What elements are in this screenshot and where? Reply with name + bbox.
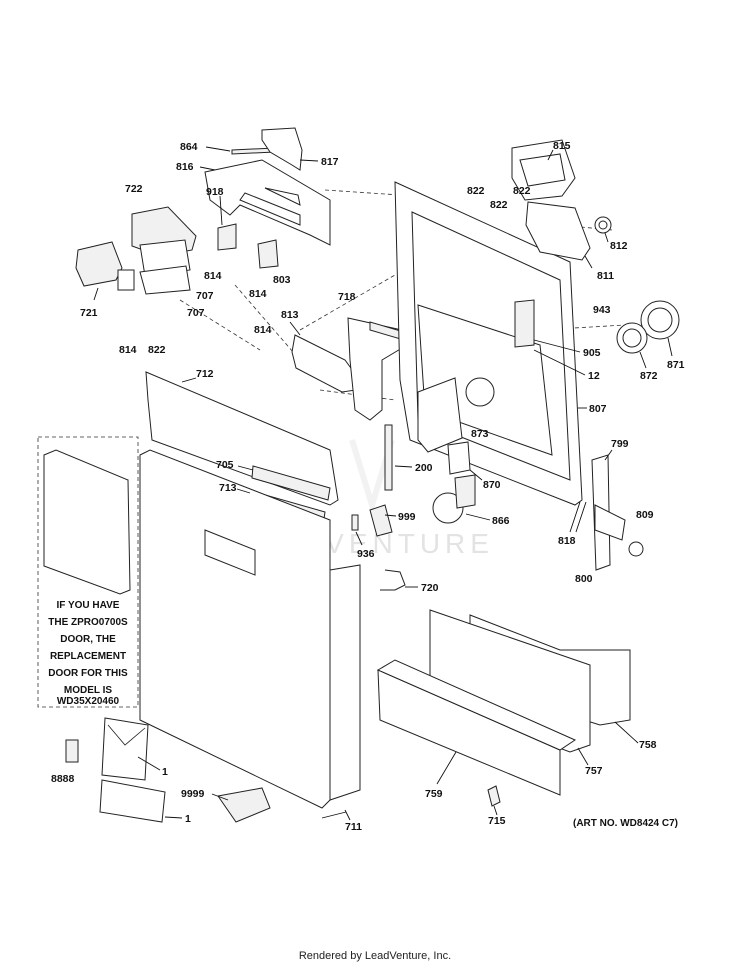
callout-807: 807 [589, 403, 607, 415]
callout-871: 871 [667, 359, 685, 371]
callout-200: 200 [415, 462, 433, 474]
callout-759: 759 [425, 788, 443, 800]
note-line-7: WD35X20460 [57, 696, 120, 707]
note-line-4: REPLACEMENT [50, 651, 126, 662]
callout-803: 803 [273, 274, 291, 286]
callout-873: 873 [471, 428, 489, 440]
part-809-knob[interactable] [628, 541, 644, 557]
note-line-1: IF YOU HAVE [57, 600, 120, 611]
callout-818: 818 [558, 535, 576, 547]
callout-799: 799 [611, 438, 629, 450]
part-800-hinge[interactable] [591, 454, 626, 571]
part-715-screw[interactable] [487, 785, 501, 807]
callout-814a: 814 [204, 270, 222, 282]
callout-722: 722 [125, 183, 143, 195]
note-line-3: DOOR, THE [60, 634, 116, 645]
callout-936: 936 [357, 548, 375, 560]
callout-905: 905 [583, 347, 601, 359]
part-872-ring[interactable] [616, 322, 648, 354]
callout-811: 811 [597, 270, 614, 282]
part-905-bracket[interactable] [514, 299, 535, 348]
callout-718: 718 [338, 291, 356, 303]
callout-715: 715 [488, 815, 506, 827]
callout-757: 757 [585, 765, 603, 777]
part-705-panel[interactable] [251, 465, 331, 501]
part-8888-tag[interactable] [65, 739, 79, 763]
callout-918: 918 [206, 186, 224, 198]
callout-866: 866 [492, 515, 510, 527]
part-1-manual[interactable] [101, 717, 149, 781]
part-870-float[interactable] [447, 441, 471, 475]
part-936-screw[interactable] [351, 514, 359, 531]
callout-814b: 814 [249, 288, 267, 300]
replacement-door-box [37, 436, 139, 708]
part-918-switch[interactable] [217, 223, 237, 251]
callout-1a: 1 [162, 766, 168, 778]
callout-872: 872 [640, 370, 658, 382]
part-813-plate[interactable] [291, 334, 357, 393]
callout-814d: 814 [254, 324, 272, 336]
callout-999: 999 [398, 511, 416, 523]
callout-713: 713 [219, 482, 237, 494]
note-line-2: THE ZPRO0700S [48, 617, 128, 628]
note-line-6: MODEL IS [64, 685, 112, 696]
callout-822d: 822 [490, 199, 508, 211]
note-line-5: DOOR FOR THIS [48, 668, 128, 679]
callout-809: 809 [636, 509, 654, 521]
callout-1b: 1 [185, 813, 191, 825]
callout-815: 815 [553, 140, 571, 152]
part-817-bracket[interactable] [261, 127, 303, 171]
art-number: (ART NO. WD8424 C7) [573, 818, 678, 829]
callout-870: 870 [483, 479, 501, 491]
callout-822b: 822 [467, 185, 485, 197]
callout-707a: 707 [196, 290, 214, 302]
part-759-kick-plate[interactable] [376, 659, 577, 796]
callout-943: 943 [593, 304, 611, 316]
callout-758: 758 [639, 739, 657, 751]
callout-817: 817 [321, 156, 339, 168]
callout-822c: 822 [513, 185, 531, 197]
part-871-ring[interactable] [640, 300, 680, 340]
part-803-switch[interactable] [257, 239, 279, 269]
callout-8888: 8888 [51, 773, 75, 785]
part-712-top-frame[interactable] [145, 371, 339, 506]
part-816-vent-channel[interactable] [204, 159, 331, 246]
callout-812: 812 [610, 240, 628, 252]
callout-711: 711 [345, 821, 362, 833]
part-721-housing[interactable] [75, 241, 135, 291]
callout-822a: 822 [148, 344, 166, 356]
callout-721: 721 [80, 307, 98, 319]
callout-720: 720 [421, 582, 439, 594]
callout-816: 816 [176, 161, 194, 173]
callout-814c: 814 [119, 344, 137, 356]
part-200-rod[interactable] [384, 424, 393, 491]
part-9999-pouch[interactable] [217, 787, 271, 823]
callout-9999: 9999 [181, 788, 205, 800]
callout-813: 813 [281, 309, 299, 321]
part-1-label[interactable] [99, 779, 166, 823]
part-815-vent-cover[interactable] [511, 139, 576, 201]
part-999-connector[interactable] [369, 504, 393, 537]
part-718-dispenser[interactable] [347, 317, 405, 421]
callout-12: 12 [588, 370, 600, 382]
callout-864: 864 [180, 141, 198, 153]
footer-credit: Rendered by LeadVenture, Inc. [298, 950, 452, 962]
part-812-cap[interactable] [594, 216, 612, 234]
part-720-harness[interactable] [380, 569, 406, 591]
part-866-valve[interactable] [432, 474, 476, 524]
callout-712: 712 [196, 368, 214, 380]
callout-800: 800 [575, 573, 593, 585]
part-707-wiring[interactable] [139, 265, 191, 295]
part-711-outer-door[interactable] [139, 449, 361, 809]
callout-705: 705 [216, 459, 234, 471]
replacement-door-note: IF YOU HAVE THE ZPRO0700S DOOR, THE REPL… [48, 600, 128, 707]
part-873-cup[interactable] [417, 377, 463, 453]
callout-707b: 707 [187, 307, 205, 319]
part-811-housing[interactable] [525, 201, 591, 261]
callouts: 864 817 816 722 918 814 803 814 707 707 … [51, 140, 685, 833]
